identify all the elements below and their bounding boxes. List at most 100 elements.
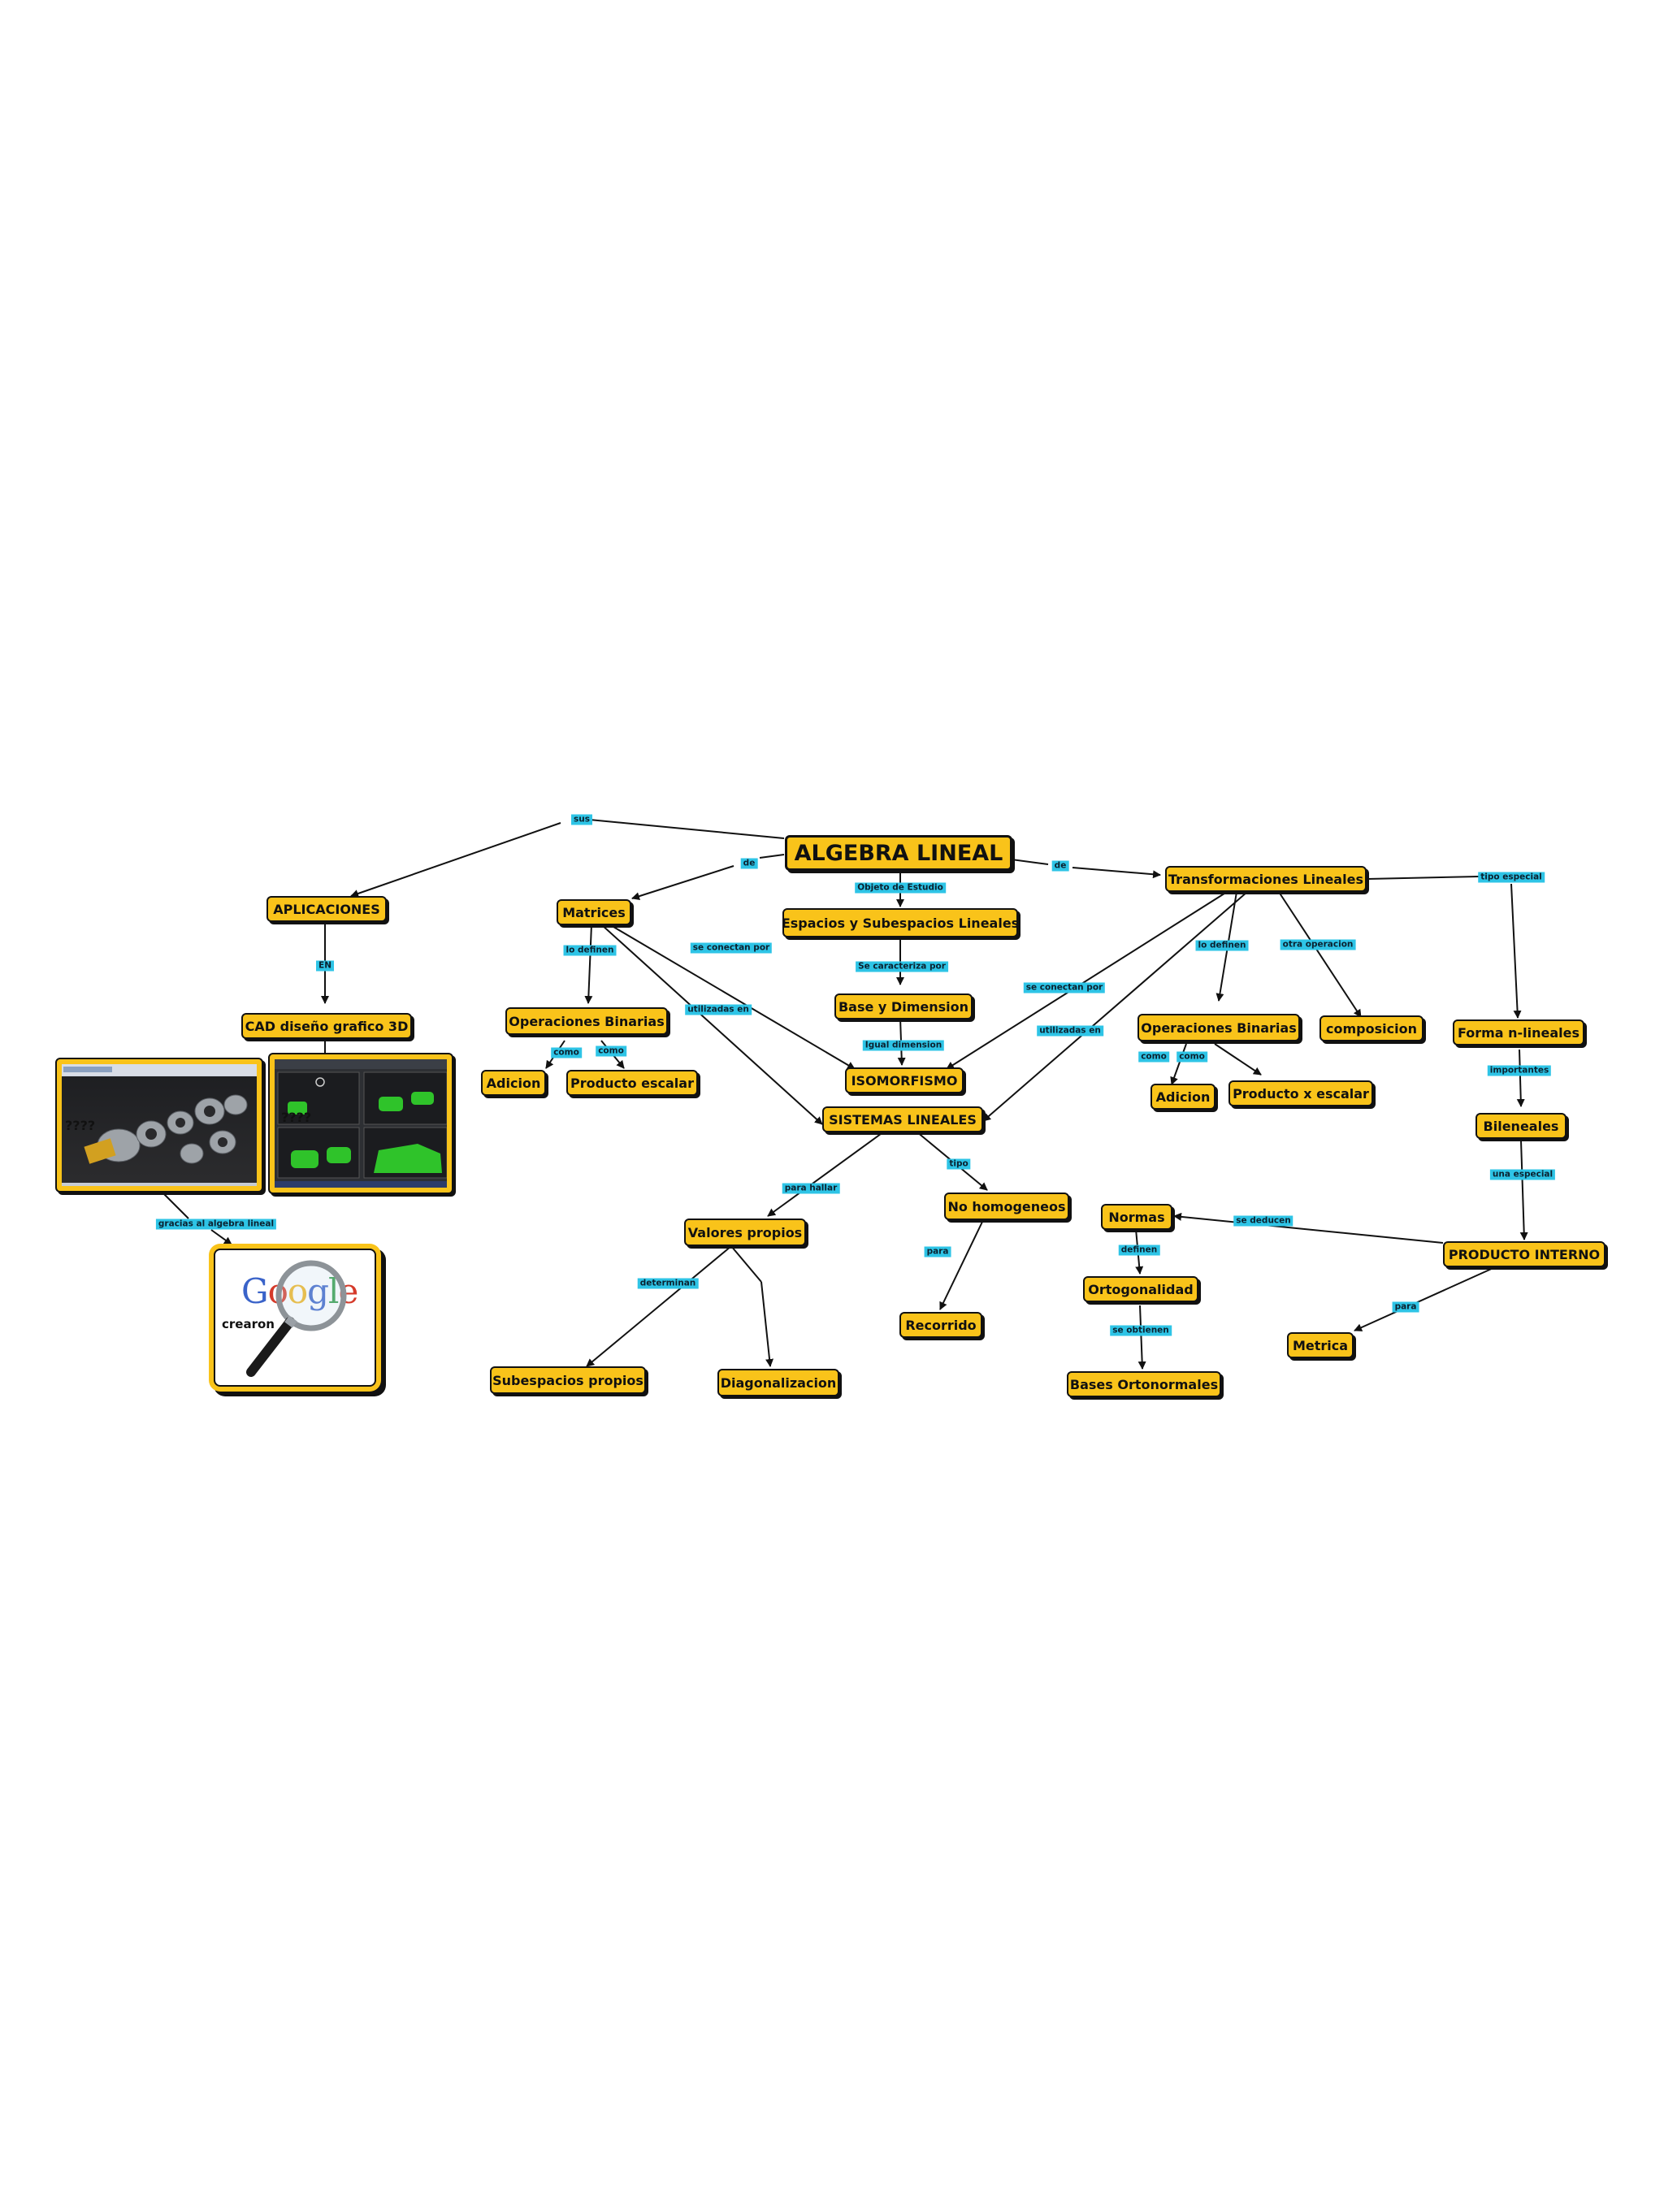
label-determinan: determinan bbox=[637, 1278, 699, 1289]
edge-trans-isomorfismo bbox=[946, 891, 1228, 1070]
google-letter-4: g bbox=[307, 1271, 329, 1311]
edge-valores-diag bbox=[730, 1245, 762, 1283]
label-se-deducen: se deducen bbox=[1233, 1215, 1294, 1227]
label-se-conectan-por-2: se conectan por bbox=[1023, 982, 1106, 993]
edge-orto-bases bbox=[1138, 1305, 1146, 1370]
node-transformaciones-lineales[interactable]: Transformaciones Lineales bbox=[1165, 866, 1367, 892]
label-sus: sus bbox=[571, 814, 592, 825]
edge-tipo-especial-forma bbox=[1510, 883, 1522, 1019]
node-producto-x-escalar-2[interactable]: Producto x escalar bbox=[1228, 1080, 1373, 1106]
label-objeto-de-estudio: Objeto de Estudio bbox=[855, 882, 946, 894]
edge-matrices-sistemas bbox=[600, 924, 823, 1125]
node-adicion-1[interactable]: Adicion bbox=[481, 1070, 546, 1096]
node-metrica[interactable]: Metrica bbox=[1287, 1332, 1354, 1358]
label-otra-operacion: otra operacion bbox=[1280, 939, 1356, 950]
label-se-obtienen: se obtienen bbox=[1110, 1325, 1172, 1336]
edge-pi-normas bbox=[1173, 1212, 1444, 1244]
edge-opbin2-adicion bbox=[1170, 1043, 1187, 1085]
edge-forma-bileneales bbox=[1516, 1049, 1525, 1107]
crearon-text: crearon bbox=[222, 1317, 275, 1331]
node-bases-ortonormales[interactable]: Bases Ortonormales bbox=[1067, 1371, 1221, 1397]
node-no-homogeneos[interactable]: No homogeneos bbox=[944, 1193, 1069, 1220]
edge-de-transformaciones bbox=[1072, 867, 1161, 879]
node-normas[interactable]: Normas bbox=[1101, 1204, 1172, 1230]
edge-trans-tipo-especial bbox=[1367, 876, 1480, 880]
label-definen: definen bbox=[1118, 1245, 1160, 1256]
label-de-left: de bbox=[740, 858, 758, 869]
node-aplicaciones[interactable]: APLICACIONES bbox=[266, 896, 387, 922]
edge-matrices-opbin1 bbox=[584, 924, 593, 1004]
cad-render-vehicles: ???? bbox=[275, 1059, 447, 1188]
node-sistemas-lineales[interactable]: SISTEMAS LINEALES bbox=[822, 1106, 983, 1132]
node-valores-propios[interactable]: Valores propios bbox=[684, 1219, 806, 1246]
node-diagonalizacion[interactable]: Diagonalizacion bbox=[717, 1369, 839, 1396]
node-ortogonalidad[interactable]: Ortogonalidad bbox=[1083, 1276, 1198, 1302]
edge-algebra-sus bbox=[580, 818, 785, 839]
question-marks-left: ???? bbox=[65, 1118, 96, 1133]
vehicle-viewports-illustration bbox=[275, 1059, 447, 1188]
label-como-2a: como bbox=[1138, 1051, 1169, 1063]
edge-sistemas-valores bbox=[767, 1131, 885, 1217]
node-base-dimension[interactable]: Base y Dimension bbox=[834, 993, 973, 1019]
label-importantes: importantes bbox=[1487, 1065, 1552, 1076]
node-subespacios-propios[interactable]: Subespacios propios bbox=[490, 1366, 646, 1394]
cad-screenshot-right: ???? bbox=[268, 1053, 453, 1194]
label-para-metrica: para bbox=[1392, 1301, 1419, 1313]
edge-gracias-google bbox=[210, 1229, 232, 1245]
label-tipo-especial: tipo especial bbox=[1478, 872, 1545, 883]
cad-screenshot-left: ???? bbox=[55, 1058, 263, 1193]
node-cad[interactable]: CAD diseño grafico 3D bbox=[241, 1013, 412, 1039]
node-producto-interno[interactable]: PRODUCTO INTERNO bbox=[1443, 1241, 1606, 1267]
node-algebra-lineal[interactable]: ALGEBRA LINEAL bbox=[785, 835, 1012, 871]
google-letter-3: o bbox=[288, 1271, 308, 1311]
edge-nohom-recorrido bbox=[939, 1219, 984, 1310]
label-gracias-al-algebra-lineal: gracias al algebra lineal bbox=[155, 1219, 277, 1230]
question-marks-right: ???? bbox=[281, 1110, 312, 1125]
edge-sus-aplicaciones bbox=[350, 822, 561, 898]
engine-parts-illustration bbox=[62, 1064, 257, 1186]
node-operaciones-binarias-2[interactable]: Operaciones Binarias bbox=[1138, 1014, 1300, 1041]
edge-algebra-de-right bbox=[1011, 859, 1049, 865]
label-como-1b: como bbox=[596, 1045, 626, 1057]
edge-matrices-isomorfismo bbox=[609, 924, 856, 1070]
label-lo-definen-2: lo definen bbox=[1195, 940, 1249, 951]
node-bileneales[interactable]: Bileneales bbox=[1476, 1113, 1566, 1139]
google-image: Google crearon bbox=[214, 1249, 376, 1387]
label-tipo: tipo bbox=[947, 1158, 971, 1170]
node-isomorfismo[interactable]: ISOMORFISMO bbox=[845, 1067, 964, 1093]
edge-images-google bbox=[160, 1190, 189, 1219]
edge-pi-metrica bbox=[1354, 1266, 1496, 1331]
magnifier-icon bbox=[246, 1260, 347, 1377]
node-forma-n-lineales[interactable]: Forma n-lineales bbox=[1453, 1019, 1584, 1045]
node-matrices[interactable]: Matrices bbox=[557, 899, 631, 925]
node-operaciones-binarias-1[interactable]: Operaciones Binarias bbox=[505, 1007, 668, 1035]
label-para-recorrido: para bbox=[924, 1246, 951, 1258]
label-utilizadas-en-2: utilizadas en bbox=[1037, 1025, 1103, 1037]
label-en: EN bbox=[316, 960, 334, 972]
edge-algebra-de-left bbox=[759, 854, 785, 859]
node-recorrido[interactable]: Recorrido bbox=[899, 1312, 982, 1338]
node-adicion-2[interactable]: Adicion bbox=[1150, 1084, 1216, 1110]
edge-opbin2-prodesc bbox=[1214, 1043, 1262, 1076]
label-se-conectan-por-1: se conectan por bbox=[690, 942, 773, 954]
label-igual-dimension: Igual dimension bbox=[862, 1040, 945, 1051]
node-producto-escalar-1[interactable]: Producto escalar bbox=[566, 1070, 698, 1096]
label-como-1a: como bbox=[551, 1047, 582, 1058]
node-composicion[interactable]: composicion bbox=[1320, 1015, 1424, 1041]
label-se-caracteriza-por: Se caracteriza por bbox=[856, 961, 948, 972]
label-una-especial: una especial bbox=[1489, 1169, 1556, 1180]
edge-bileneales-pi bbox=[1519, 1140, 1528, 1240]
label-para-hallar: para hallar bbox=[782, 1183, 840, 1194]
edge-valores-subespacios bbox=[586, 1245, 732, 1367]
node-espacios[interactable]: Espacios y Subespacios Lineales bbox=[782, 908, 1019, 937]
cad-render-engine: ???? bbox=[62, 1064, 257, 1186]
edge-de-matrices bbox=[631, 865, 734, 901]
edge-determinan-diag bbox=[760, 1281, 774, 1367]
google-letter-5: l bbox=[328, 1271, 339, 1311]
label-como-2b: como bbox=[1176, 1051, 1207, 1063]
edge-trans-composicion bbox=[1278, 891, 1362, 1018]
label-utilizadas-en-1: utilizadas en bbox=[685, 1004, 752, 1015]
label-de-right: de bbox=[1051, 860, 1069, 872]
label-lo-definen-1: lo definen bbox=[563, 945, 617, 956]
